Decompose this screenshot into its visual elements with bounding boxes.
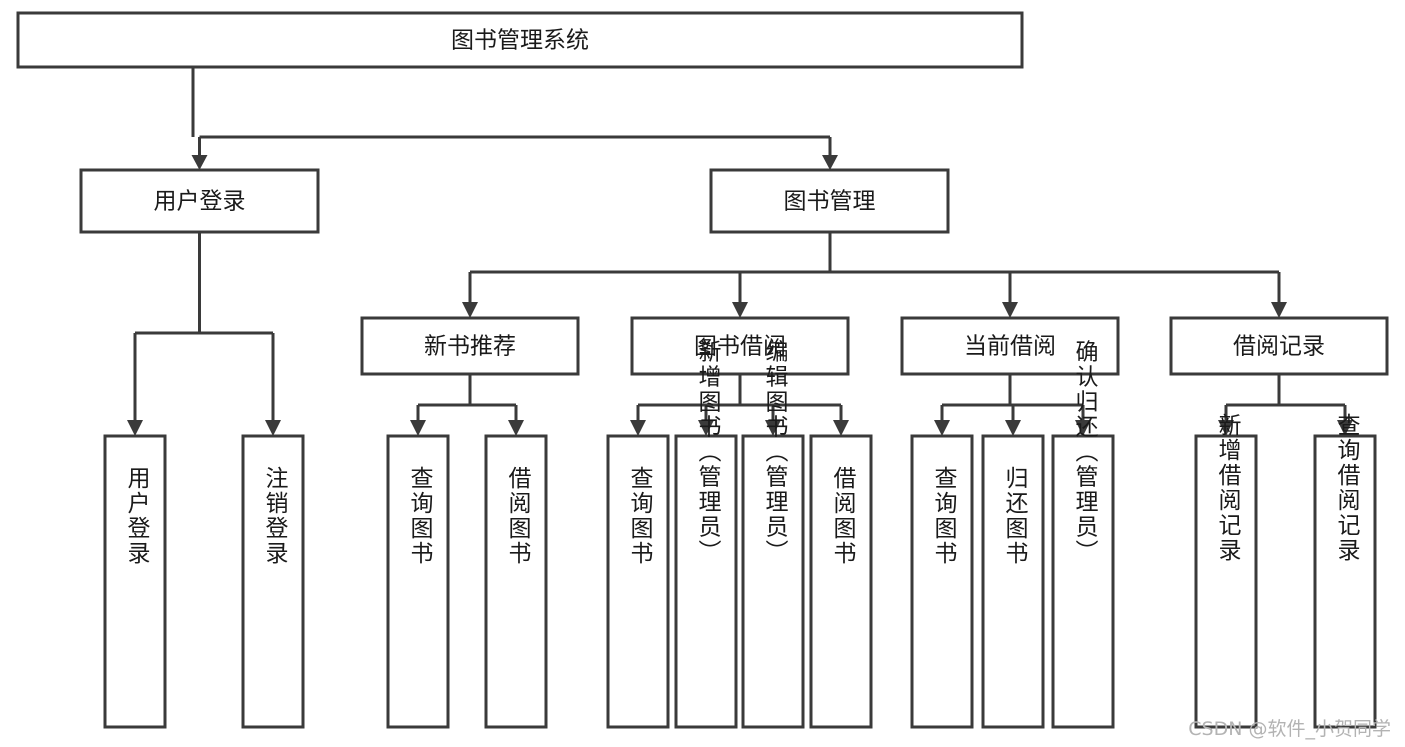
arrowhead-leaf-query-book-borrow (630, 420, 646, 436)
node-leaf-query-book-recommend-box[interactable] (386, 434, 450, 729)
arrowhead-leaf-user-login (127, 420, 143, 436)
node-leaf-borrow-book-recommend[interactable]: 借阅图书 (484, 434, 548, 729)
node-leaf-query-book-current-box[interactable] (910, 434, 974, 729)
node-book-borrow[interactable]: 图书借阅 (630, 316, 850, 376)
node-leaf-borrow-book-recommend-label: 借阅图书 (504, 466, 532, 566)
node-leaf-add-book-box[interactable] (674, 434, 738, 729)
node-leaf-query-book-borrow-box[interactable] (606, 434, 670, 729)
node-new-book-recommend-box[interactable] (360, 316, 580, 376)
node-new-book-recommend-label: 新书推荐 (424, 334, 516, 360)
node-leaf-edit-book[interactable]: 编辑图书（管理员） (741, 340, 805, 729)
node-leaf-query-book-current[interactable]: 查询图书 (910, 434, 974, 729)
arrowhead-leaf-edit-book (765, 420, 781, 436)
arrowhead-new-book-recommend (462, 302, 478, 318)
node-leaf-borrow-book-box[interactable] (809, 434, 873, 729)
node-leaf-user-login[interactable]: 用户登录 (103, 434, 167, 729)
arrowhead-leaf-add-book (698, 420, 714, 436)
node-book-management[interactable]: 图书管理 (709, 168, 950, 234)
node-user-login[interactable]: 用户登录 (79, 168, 320, 234)
node-leaf-edit-book-label: 编辑图书（管理员） (761, 340, 789, 565)
arrowhead-leaf-query-book-current (934, 420, 950, 436)
arrowhead-book-borrow (732, 302, 748, 318)
node-leaf-edit-book-box[interactable] (741, 434, 805, 729)
node-leaf-borrow-book[interactable]: 借阅图书 (809, 434, 873, 729)
node-leaf-logout-label: 注销登录 (261, 466, 289, 566)
node-book-borrow-box[interactable] (630, 316, 850, 376)
node-root-box[interactable] (16, 11, 1024, 69)
node-leaf-logout-box[interactable] (241, 434, 305, 729)
node-current-borrow-label: 当前借阅 (964, 334, 1056, 360)
node-leaf-add-book[interactable]: 新增图书（管理员） (674, 340, 738, 729)
node-user-login-box[interactable] (79, 168, 320, 234)
node-current-borrow-box[interactable] (900, 316, 1120, 376)
node-leaf-query-borrow-record[interactable]: 查询借阅记录 (1313, 413, 1377, 729)
node-book-management-label: 图书管理 (784, 189, 876, 215)
arrowhead-current-borrow (1002, 302, 1018, 318)
node-leaf-user-login-box[interactable] (103, 434, 167, 729)
connector-layer (127, 67, 1353, 436)
node-leaf-query-book-recommend-label: 查询图书 (406, 466, 434, 566)
node-root[interactable]: 图书管理系统 (16, 11, 1024, 69)
node-root-label: 图书管理系统 (451, 28, 589, 54)
node-leaf-query-book-borrow-label: 查询图书 (626, 466, 654, 566)
arrowhead-leaf-return-book (1005, 420, 1021, 436)
node-leaf-add-book-label: 新增图书（管理员） (694, 340, 722, 565)
node-leaf-borrow-book-label: 借阅图书 (829, 466, 857, 566)
node-leaf-confirm-return-label: 确认归还（管理员） (1071, 340, 1099, 565)
node-leaf-add-borrow-record-label: 新增借阅记录 (1214, 413, 1242, 563)
arrowhead-leaf-borrow-book-recommend (508, 420, 524, 436)
node-leaf-user-login-label: 用户登录 (123, 466, 151, 566)
node-leaf-logout[interactable]: 注销登录 (241, 434, 305, 729)
node-leaf-return-book-box[interactable] (981, 434, 1045, 729)
arrowhead-borrow-record (1271, 302, 1287, 318)
node-leaf-add-borrow-record[interactable]: 新增借阅记录 (1194, 413, 1258, 729)
arrowhead-user-login (191, 155, 208, 170)
node-layer: 图书管理系统 用户登录 图书管理 新书推荐 图书借阅 (16, 11, 1389, 729)
arrowhead-leaf-query-borrow-record (1337, 420, 1353, 436)
node-leaf-query-borrow-record-label: 查询借阅记录 (1333, 413, 1361, 563)
arrowhead-leaf-logout (265, 420, 281, 436)
node-leaf-query-book-borrow[interactable]: 查询图书 (606, 434, 670, 729)
node-borrow-record[interactable]: 借阅记录 (1169, 316, 1389, 376)
node-user-login-label: 用户登录 (154, 189, 246, 215)
arrowhead-book-management (822, 155, 838, 170)
node-leaf-query-book-current-label: 查询图书 (930, 466, 958, 566)
node-leaf-confirm-return-box[interactable] (1051, 434, 1115, 729)
node-leaf-query-borrow-record-box[interactable] (1313, 434, 1377, 729)
node-new-book-recommend[interactable]: 新书推荐 (360, 316, 580, 376)
node-leaf-query-book-recommend[interactable]: 查询图书 (386, 434, 450, 729)
node-borrow-record-box[interactable] (1169, 316, 1389, 376)
arrowhead-leaf-query-book-recommend (410, 420, 426, 436)
node-leaf-return-book-label: 归还图书 (1001, 466, 1029, 566)
node-book-borrow-label: 图书借阅 (694, 334, 786, 360)
arrowhead-leaf-confirm-return (1075, 420, 1091, 436)
node-leaf-confirm-return[interactable]: 确认归还（管理员） (1051, 340, 1115, 729)
arrowhead-leaf-borrow-book (833, 420, 849, 436)
node-borrow-record-label: 借阅记录 (1233, 334, 1325, 360)
node-leaf-add-borrow-record-box[interactable] (1194, 434, 1258, 729)
node-leaf-return-book[interactable]: 归还图书 (981, 434, 1045, 729)
node-leaf-borrow-book-recommend-box[interactable] (484, 434, 548, 729)
arrowhead-leaf-add-borrow-record (1218, 420, 1234, 436)
node-book-management-box[interactable] (709, 168, 950, 234)
node-current-borrow[interactable]: 当前借阅 (900, 316, 1120, 376)
